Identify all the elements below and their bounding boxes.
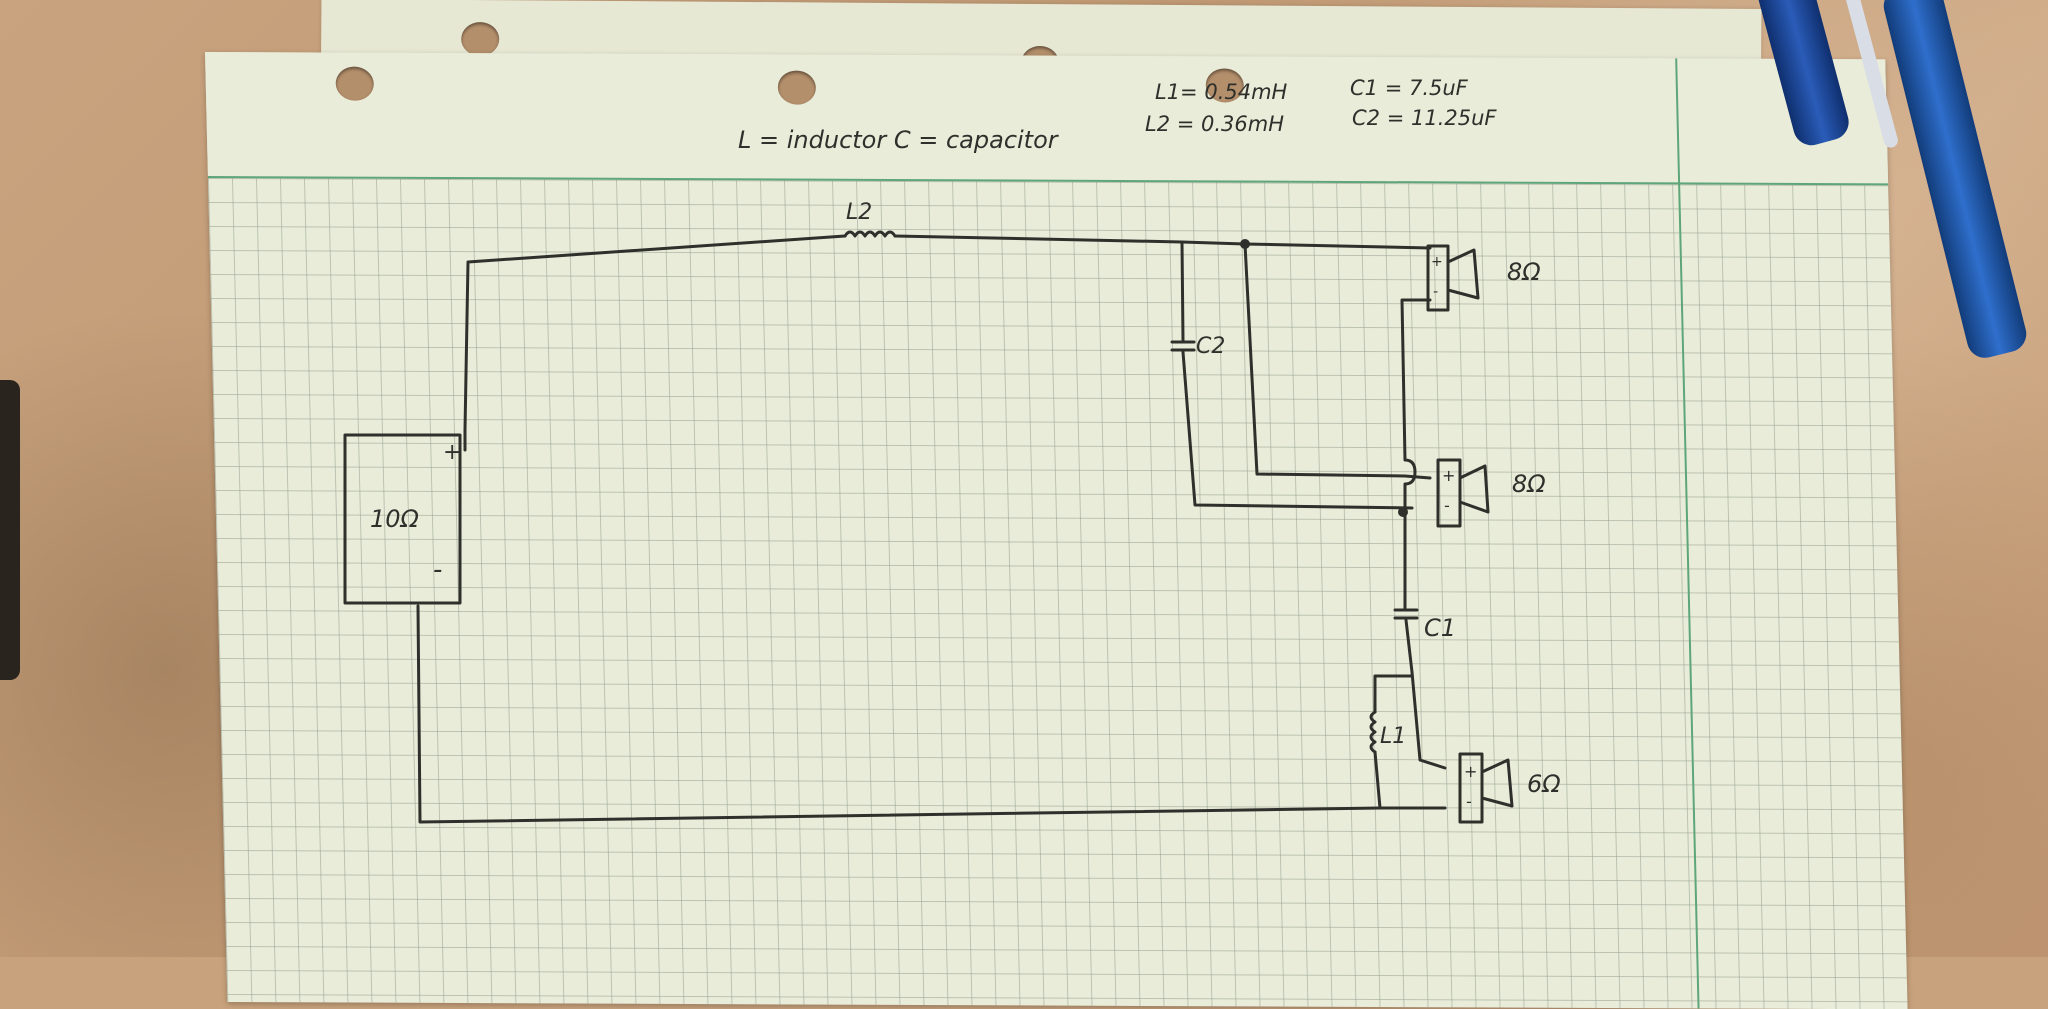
l2-value-note: L2 = 0.36mH (1145, 112, 1285, 136)
source-box (343, 433, 462, 605)
desk-edge-shadow (0, 380, 20, 680)
junction-dot (1240, 239, 1250, 249)
l1-coil (1369, 710, 1377, 754)
speaker3-cone (1480, 758, 1514, 808)
c2-value-note: C2 = 11.25uF (1352, 106, 1497, 130)
wire-return (416, 604, 1447, 824)
wire-source-to-l2 (463, 234, 847, 452)
c1-plates (1393, 608, 1419, 620)
junction-dot (1398, 507, 1408, 517)
speaker3-plus: + (1464, 762, 1478, 781)
speaker3-impedance: 6Ω (1527, 770, 1561, 798)
l1-label: L1 (1380, 724, 1407, 749)
l2-label: L2 (846, 200, 873, 225)
speaker1-plus: + (1431, 254, 1443, 270)
l2-coil (843, 230, 897, 238)
source-minus-sign: - (433, 555, 443, 585)
speaker1-cone (1446, 248, 1480, 300)
wire-l1-bottom (1373, 750, 1382, 810)
speaker2-minus: - (1444, 496, 1450, 515)
wire-speaker1-to-speaker2 (1400, 298, 1432, 514)
speaker2-plus: + (1442, 466, 1456, 485)
speaker3-minus: - (1466, 792, 1472, 811)
speaker2-cone (1458, 464, 1490, 514)
speaker1-minus: - (1433, 284, 1439, 300)
c2-plates (1170, 340, 1196, 352)
l1-value-note: L1= 0.54mH (1155, 80, 1288, 104)
speaker2-impedance: 8Ω (1512, 470, 1546, 498)
c1-value-note: C1 = 7.5uF (1350, 76, 1468, 100)
c1-label: C1 (1424, 614, 1457, 642)
speaker1-impedance: 8Ω (1507, 258, 1541, 286)
wire-l2-to-speaker1 (893, 234, 1432, 250)
source-label: 10Ω (370, 505, 419, 533)
wire-l1-top (1373, 674, 1414, 714)
wire-c2-top (1180, 240, 1185, 342)
crossover-circuit-diagram (343, 230, 1514, 824)
wire-node-to-speaker2 (1243, 242, 1432, 480)
wire-c2-to-speaker2 (1181, 350, 1414, 510)
c2-label: C2 (1196, 334, 1226, 359)
source-plus-sign: + (443, 440, 462, 465)
legend-note: L = inductor C = capacitor (738, 126, 1058, 154)
wire-c1-to-speaker3 (1404, 618, 1447, 770)
